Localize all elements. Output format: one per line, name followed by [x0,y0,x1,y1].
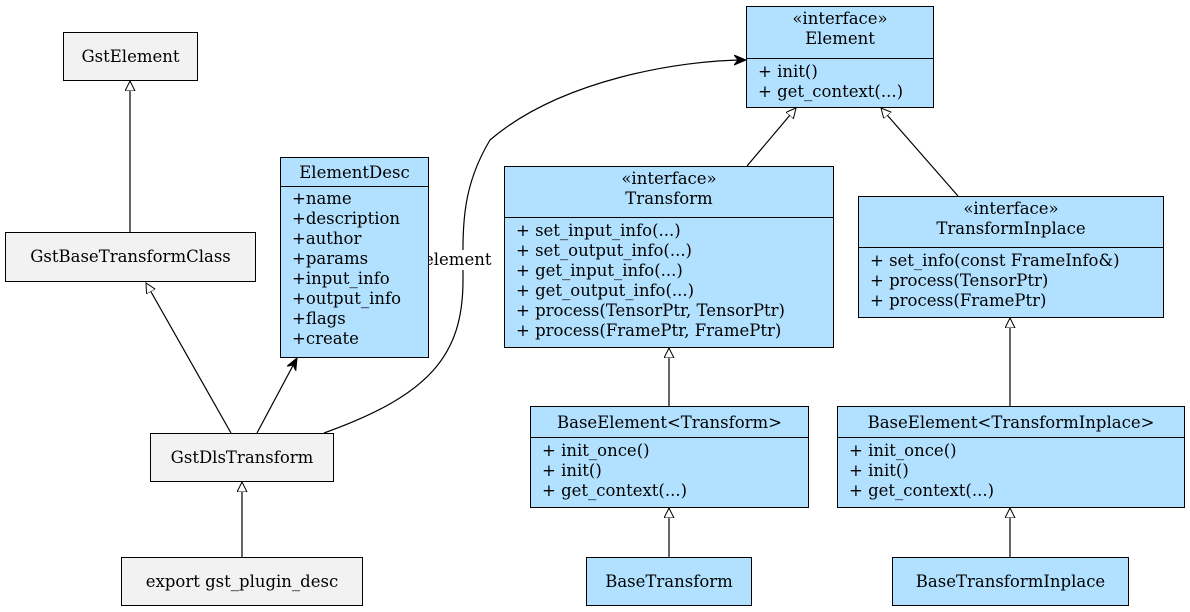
member: + init_once() [542,441,650,460]
member: + get_output_info(...) [516,281,695,300]
member: + init() [542,461,602,480]
node-stereotype: «interface» [621,169,717,188]
member: +name [292,189,352,208]
edge-transforminplace-element [881,108,959,197]
node-header: «interface» TransformInplace [859,197,1163,248]
node-gst-dls-transform[interactable]: GstDlsTransform [150,433,334,482]
member: +author [292,229,362,248]
edge-gstdlstransform-elementdesc [256,358,297,434]
node-base-transform[interactable]: BaseTransform [586,557,752,606]
node-transform-inplace-interface[interactable]: «interface» TransformInplace + set_info(… [858,196,1164,318]
member: + process(FramePtr, FramePtr) [516,321,782,340]
member: + init() [758,62,818,81]
member: + get_context(...) [849,481,995,500]
node-base-element-transform[interactable]: BaseElement<Transform> + init_once() + i… [530,406,809,508]
node-title: ElementDesc [281,158,428,187]
node-title: export gst_plugin_desc [145,571,339,591]
edge-gstdlstransform-gstbasetransformclass [146,283,232,434]
node-title: BaseTransform [605,571,733,591]
node-base-transform-inplace[interactable]: BaseTransformInplace [892,557,1129,606]
member: +params [292,249,369,268]
member: + process(TensorPtr, TensorPtr) [516,301,785,320]
member-list: + set_info(const FrameInfo&) + process(T… [859,248,1163,311]
member-list: + set_input_info(...) + set_output_info(… [505,218,833,341]
node-gst-base-transform-class[interactable]: GstBaseTransformClass [5,232,256,282]
member: + get_input_info(...) [516,261,683,280]
member-list: + init_once() + init() + get_context(...… [838,438,1184,501]
member: +description [292,209,401,228]
member: + set_info(const FrameInfo&) [870,251,1120,270]
node-title: Element [805,29,875,48]
node-stereotype: «interface» [963,199,1059,218]
node-export-gst-plugin-desc[interactable]: export gst_plugin_desc [121,557,363,606]
member: + set_output_info(...) [516,241,692,260]
member: + init_once() [849,441,957,460]
node-gst-element[interactable]: GstElement [63,32,198,81]
member-list: + init() + get_context(...) [747,59,933,102]
member: +create [292,329,359,348]
edge-label-element: element [424,250,492,270]
node-base-element-transform-inplace[interactable]: BaseElement<TransformInplace> + init_onc… [837,406,1185,508]
node-title: Transform [625,189,713,208]
member: +input_info [292,269,390,288]
member-list: + init_once() + init() + get_context(...… [531,438,808,501]
member: +output_info [292,289,402,308]
node-title: GstDlsTransform [170,447,314,467]
node-stereotype: «interface» [792,9,888,28]
member: + process(FramePtr) [870,291,1047,310]
node-title: TransformInplace [936,219,1086,238]
node-transform-interface[interactable]: «interface» Transform + set_input_info(.… [504,166,834,348]
node-title: GstBaseTransformClass [30,247,231,266]
node-header: «interface» Transform [505,167,833,218]
member: + init() [849,461,909,480]
node-header: «interface» Element [747,7,933,59]
node-element-interface[interactable]: «interface» Element + init() + get_conte… [746,6,934,108]
edge-transform-element [746,108,796,167]
member: + get_context(...) [542,481,688,500]
member-list: +name +description +author +params +inpu… [281,187,428,349]
node-title: BaseElement<Transform> [531,407,808,438]
node-title: BaseElement<TransformInplace> [838,407,1184,438]
node-title: GstElement [81,46,180,66]
member: + set_input_info(...) [516,221,681,240]
node-element-desc[interactable]: ElementDesc +name +description +author +… [280,157,429,358]
member: + get_context(...) [758,82,904,101]
edge-gstdlstransform-element [323,60,746,434]
member: + process(TensorPtr) [870,271,1049,290]
member: +flags [292,309,346,328]
node-title: BaseTransformInplace [915,571,1106,591]
